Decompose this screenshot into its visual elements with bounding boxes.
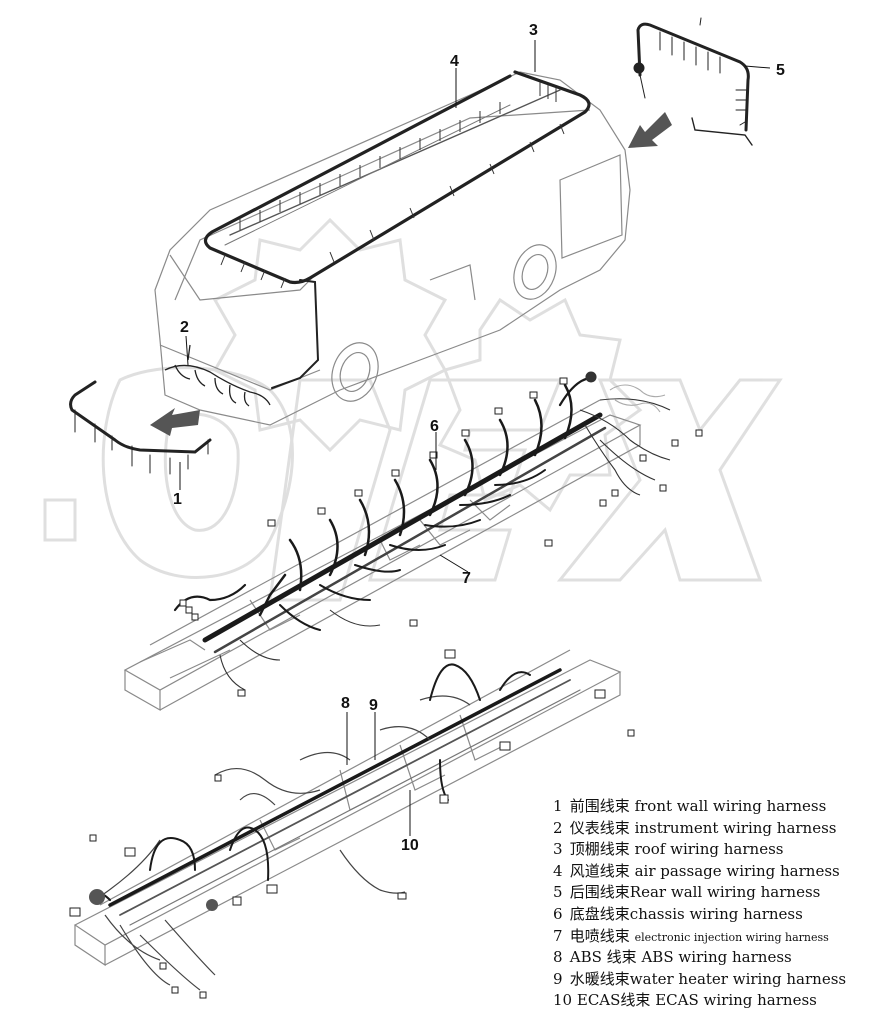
- legend-chinese-label: 水暖线束: [569, 969, 630, 988]
- legend-number: 7: [553, 926, 563, 945]
- callout-8: 8: [341, 695, 350, 712]
- legend-english-label: front wall wiring harness: [634, 797, 827, 815]
- legend-chinese-label: 仪表线束: [569, 818, 630, 837]
- legend-item: 3 顶棚线束 roof wiring harness: [553, 839, 865, 861]
- legend-english-label: instrument wiring harness: [634, 818, 837, 837]
- legend-number: 10: [553, 991, 573, 1010]
- callout-9: 9: [369, 697, 378, 714]
- legend-chinese-label: 前围线束: [569, 797, 630, 815]
- lower-harness-connectors: [69, 649, 635, 999]
- legend-english-label: ECAS wiring harness: [655, 991, 817, 1010]
- legend-chinese-label: 后围线束: [569, 883, 630, 902]
- legend-number: 3: [553, 840, 563, 859]
- legend-item: 6 底盘线束chassis wiring harness: [553, 904, 865, 926]
- legend-number: 1: [553, 797, 563, 815]
- legend-number: 2: [553, 818, 563, 837]
- roof-harness-branches: [220, 82, 565, 289]
- chassis-harness: [173, 376, 607, 654]
- legend-item: 1 前围线束 front wall wiring harness: [553, 796, 865, 818]
- bus-body: [154, 71, 631, 426]
- legend-english-label: ABS wiring harness: [641, 948, 792, 967]
- front-wall-harness: [69, 380, 212, 475]
- instrument-harness: [164, 344, 271, 407]
- legend-number: 6: [553, 904, 563, 923]
- legend-chinese-label: 底盘线束: [569, 904, 630, 923]
- legend-english-label: chassis wiring harness: [629, 904, 803, 923]
- callout-numbers: 1 2 3 4 5 6 7 8 9 10: [173, 22, 785, 854]
- legend-english-label: air passage wiring harness: [634, 861, 840, 880]
- legend-chinese-label: 电喷线束: [569, 926, 630, 945]
- legend-english-label: electronic injection wiring harness: [634, 930, 829, 944]
- legend-english-label: water heater wiring harness: [629, 969, 847, 988]
- arrow-icon: [150, 112, 672, 436]
- legend-item: 5 后围线束Rear wall wiring harness: [553, 882, 865, 904]
- legend: 1 前围线束 front wall wiring harness 2 仪表线束 …: [553, 796, 865, 1012]
- leader-lines: [179, 40, 771, 836]
- legend-number: 8: [553, 948, 563, 967]
- legend-chinese-label: ECAS线束: [576, 991, 651, 1010]
- callout-1: 1: [173, 491, 182, 508]
- abs-harness: [108, 668, 581, 926]
- legend-chinese-label: ABS 线束: [569, 948, 637, 967]
- ecas-harness: [94, 663, 531, 901]
- rear-wall-harness: [633, 17, 753, 146]
- legend-number: 9: [553, 969, 563, 988]
- legend-item: 2 仪表线束 instrument wiring harness: [553, 818, 865, 840]
- legend-item: 7 电喷线束 electronic injection wiring harne…: [553, 926, 865, 948]
- chassis-harness-connectors: [179, 377, 703, 697]
- callout-5: 5: [776, 62, 785, 79]
- legend-number: 4: [553, 861, 563, 880]
- upper-chassis-frame: [123, 399, 642, 712]
- legend-chinese-label: 风道线束: [569, 861, 630, 880]
- engine-injection-harness: [219, 371, 671, 691]
- lower-harness-details: [89, 889, 218, 911]
- callout-4: 4: [450, 53, 459, 70]
- legend-number: 5: [553, 883, 563, 902]
- roof-harness: [203, 70, 591, 389]
- callout-6: 6: [430, 418, 439, 435]
- callout-2: 2: [180, 319, 189, 336]
- legend-item: 9 水暖线束water heater wiring harness: [553, 969, 865, 991]
- legend-english-label: Rear wall wiring harness: [629, 883, 821, 902]
- legend-item: 10 ECAS线束 ECAS wiring harness: [553, 990, 865, 1012]
- callout-10: 10: [401, 837, 419, 854]
- callout-7: 7: [462, 570, 471, 587]
- legend-english-label: roof wiring harness: [634, 840, 784, 859]
- gear-watermark-icon: [212, 217, 643, 513]
- legend-item: 8 ABS 线束 ABS wiring harness: [553, 947, 865, 969]
- callout-3: 3: [529, 22, 538, 39]
- legend-chinese-label: 顶棚线束: [569, 840, 630, 859]
- legend-item: 4 风道线束 air passage wiring harness: [553, 861, 865, 883]
